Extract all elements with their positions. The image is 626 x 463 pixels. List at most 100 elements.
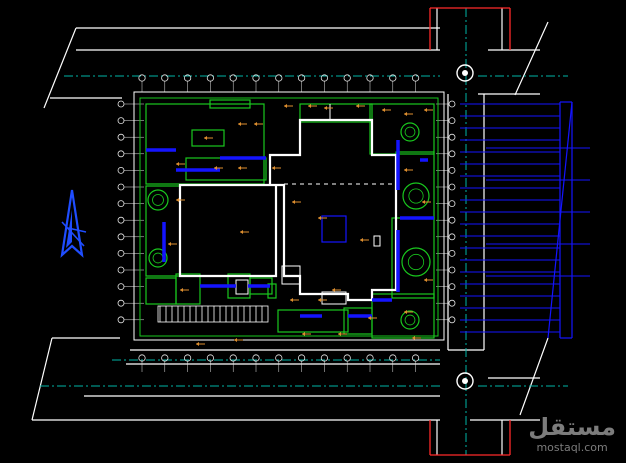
landscape-bed	[277, 309, 349, 333]
road-lines	[31, 8, 549, 455]
tree-pit	[147, 189, 169, 211]
north-arrow-icon	[60, 189, 87, 258]
tree-pit-inner	[152, 194, 164, 206]
callout-arrowhead	[254, 122, 257, 126]
grid-bubble	[117, 133, 125, 141]
grid-bubble	[343, 354, 351, 362]
grid-bubble	[117, 166, 125, 174]
callout-arrowhead	[338, 332, 341, 336]
pipe-frame	[547, 101, 573, 339]
callout-arrowhead	[176, 198, 179, 202]
manhole-center	[462, 378, 468, 384]
box	[235, 279, 249, 295]
callout-arrowhead	[238, 122, 241, 126]
grid-bubble	[117, 316, 125, 324]
road-edge	[519, 337, 549, 416]
grid-bubble	[448, 100, 456, 108]
grid-bubble	[117, 249, 125, 257]
grid-bubble	[448, 183, 456, 191]
grid-bubble	[448, 117, 456, 124]
callout-arrowhead	[318, 216, 321, 220]
grid-bubble	[161, 74, 169, 82]
grid-bubble	[117, 299, 125, 307]
grid-bubble	[117, 233, 125, 241]
callout-arrowhead	[332, 288, 335, 292]
site-inner	[139, 97, 439, 337]
callout-arrowhead	[196, 342, 199, 346]
grid-bubble	[448, 233, 456, 241]
landscape-bed	[369, 103, 435, 155]
grid-bubble	[138, 74, 146, 82]
callout-arrowhead	[318, 298, 321, 302]
callout-arrowhead	[404, 168, 407, 172]
site-boundary	[133, 91, 445, 341]
callout-arrowhead	[422, 200, 425, 204]
callout-arrowhead	[404, 112, 407, 116]
watermark-arabic: مستقل	[528, 413, 616, 441]
landscape-bed	[175, 273, 201, 305]
core-box	[281, 265, 301, 285]
manhole-icon	[456, 64, 474, 390]
tree-pit	[401, 247, 431, 277]
callout-arrowhead	[168, 242, 171, 246]
grid-bubble	[448, 133, 456, 141]
callout-arrowhead	[292, 200, 295, 204]
tree-pit-inner	[404, 126, 416, 138]
tree-pit	[402, 182, 430, 210]
grid-bubble	[448, 166, 456, 174]
entry-box	[321, 291, 347, 305]
callout-arrowhead	[290, 298, 293, 302]
box	[373, 235, 381, 247]
building-walls	[178, 118, 398, 302]
grid-bubble	[117, 100, 125, 108]
landscape-beds	[145, 99, 435, 339]
callout-arrowhead	[412, 336, 415, 340]
north-arrow-outline	[60, 189, 84, 258]
road-edge	[514, 21, 549, 96]
callout-arrowhead	[272, 166, 275, 170]
grid-bubble	[117, 216, 125, 224]
grid-bubble	[448, 299, 456, 307]
grid-bubble	[275, 74, 283, 82]
grid-bubble	[448, 266, 456, 274]
callout-arrowhead	[234, 338, 237, 342]
grid-bubble	[448, 316, 456, 324]
grid-bubble	[448, 283, 456, 291]
callout-arrowhead	[240, 230, 243, 234]
callout-arrowhead	[324, 106, 327, 110]
callout-arrowhead	[214, 166, 217, 170]
tree-pit	[148, 248, 168, 268]
road-edge	[31, 337, 53, 421]
grid-bubble	[117, 200, 125, 208]
landscape-bed	[209, 99, 251, 109]
property-lines	[429, 7, 511, 456]
callout-arrowhead	[356, 104, 359, 108]
grid-bubble	[117, 150, 125, 158]
grid-bubble	[411, 74, 420, 82]
road-centerlines	[40, 8, 568, 455]
callout-arrowhead	[302, 332, 305, 336]
callout-arrowhead	[382, 108, 385, 112]
building-outline	[178, 104, 398, 305]
grid-bubble	[448, 200, 456, 208]
landscape-bed	[343, 307, 373, 335]
parking-stalls	[157, 305, 269, 323]
grid-bubble	[297, 74, 306, 82]
drainage-pipes	[146, 101, 590, 339]
callout-arrowhead	[424, 108, 427, 112]
landscape-bed	[145, 103, 265, 185]
callout-arrowhead	[180, 288, 183, 292]
grid-bubble	[343, 74, 351, 82]
manhole-center	[462, 70, 468, 76]
tree-pit-inner	[404, 314, 416, 326]
tree-pit	[400, 122, 420, 142]
tree-pit-inner	[152, 252, 164, 264]
grid-bubble	[229, 74, 237, 82]
grid-bubble	[206, 74, 214, 82]
tree-pit	[400, 310, 420, 330]
mostaql-watermark: مستقل mostaql.com	[528, 415, 616, 453]
callout-arrowhead	[360, 238, 363, 242]
grid-bubble	[448, 216, 456, 224]
watermark-latin: mostaql.com	[536, 441, 608, 454]
